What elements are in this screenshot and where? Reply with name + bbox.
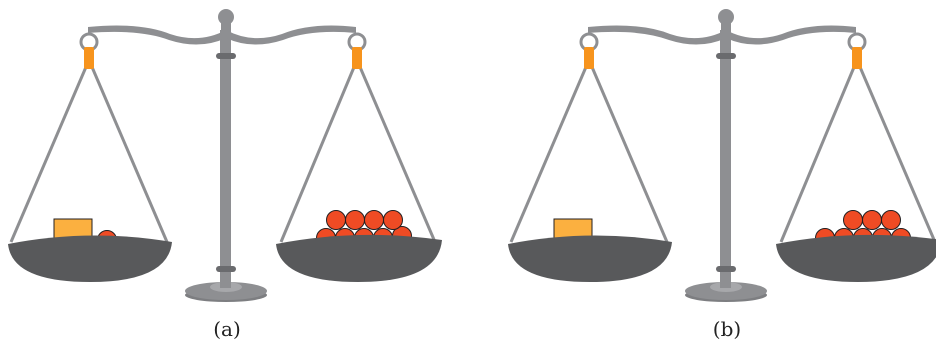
- left-string-inner: [89, 60, 167, 242]
- ball: [346, 211, 365, 230]
- ball: [365, 211, 384, 230]
- left-clip: [584, 47, 594, 69]
- pillar-collar-top: [716, 53, 736, 59]
- ball: [384, 211, 403, 230]
- pillar-collar-bottom: [716, 266, 736, 272]
- finial-neck: [721, 20, 731, 34]
- ball: [882, 211, 901, 230]
- left-string-outer: [511, 60, 589, 242]
- pillar-collar-bottom: [216, 266, 236, 272]
- caption-b: (b): [713, 317, 741, 341]
- pillar-collar-top: [216, 53, 236, 59]
- left-string-outer: [11, 60, 89, 242]
- left-string-inner: [589, 60, 667, 242]
- right-clip: [852, 47, 862, 69]
- right-string-inner: [281, 60, 357, 242]
- pillar: [220, 30, 231, 288]
- left-pan: [508, 235, 672, 282]
- finial-neck: [221, 20, 231, 34]
- left-clip: [84, 47, 94, 69]
- right-pan: [276, 235, 442, 282]
- ball: [863, 211, 882, 230]
- caption-a: (a): [213, 317, 241, 341]
- left-pan: [8, 235, 172, 282]
- balance-scale-a: [8, 9, 442, 302]
- right-pan: [776, 235, 936, 282]
- pillar: [720, 30, 731, 288]
- ball: [327, 211, 346, 230]
- balance-scale-b: [508, 9, 936, 302]
- right-clip: [352, 47, 362, 69]
- ball: [844, 211, 863, 230]
